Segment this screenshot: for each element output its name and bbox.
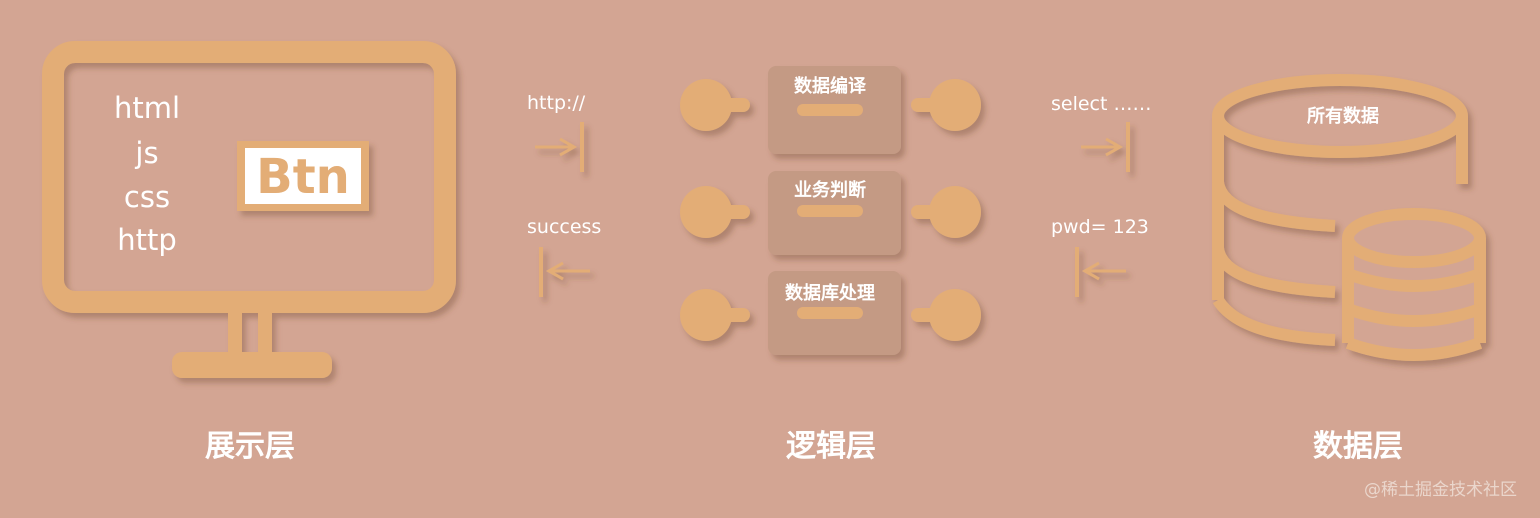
response-arrow-left	[539, 247, 590, 297]
module-database-label: 数据库处理	[785, 283, 875, 304]
module-card-database	[768, 271, 901, 355]
request-arrow-right	[1081, 122, 1130, 172]
response-arrow-right	[1075, 247, 1126, 297]
left-request-label: http://	[527, 92, 586, 114]
left-response-label: success	[527, 216, 602, 238]
module-business-label: 业务判断	[794, 180, 866, 201]
large-database-icon	[1212, 74, 1468, 346]
connector-left-1	[680, 79, 750, 131]
watermark: @稀土掘金技术社区	[1364, 480, 1517, 500]
presentation-layer-label: 展示层	[205, 429, 295, 464]
data-layer-label: 数据层	[1313, 429, 1403, 464]
connector-left-3	[680, 289, 750, 341]
module-card-compile	[768, 66, 901, 154]
btn-label: Btn	[256, 149, 350, 205]
connector-right-1	[911, 79, 981, 131]
monitor-icon	[42, 41, 456, 378]
right-request-label: select ……	[1051, 93, 1152, 115]
right-response-label: pwd= 123	[1051, 216, 1149, 238]
connector-left-2	[680, 186, 750, 238]
logic-layer-label: 逻辑层	[786, 429, 876, 464]
code-line-js: js	[135, 136, 159, 170]
code-line-http: http	[117, 223, 177, 257]
module-card-business	[768, 171, 901, 255]
connector-right-2	[911, 186, 981, 238]
code-line-html: html	[113, 91, 181, 125]
code-line-css: css	[123, 180, 171, 214]
module-compile-label: 数据编译	[794, 76, 866, 97]
connector-right-3	[911, 289, 981, 341]
button-icon	[237, 141, 369, 211]
database-label: 所有数据	[1307, 106, 1379, 127]
small-database-icon	[1342, 208, 1486, 361]
request-arrow-left	[535, 122, 584, 172]
